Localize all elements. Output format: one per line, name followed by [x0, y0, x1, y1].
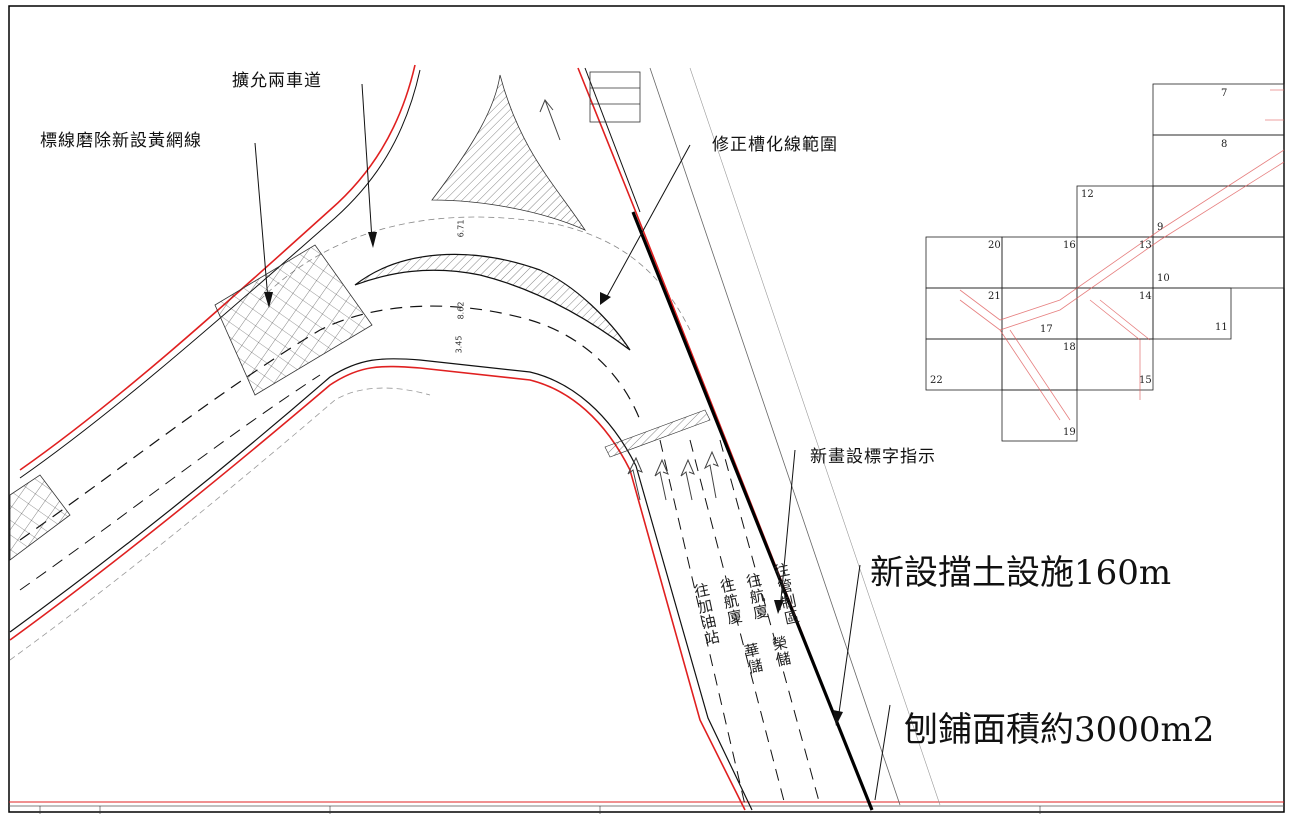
- retaining-wall-line: [631, 211, 874, 811]
- dimension-label: 8.62: [456, 301, 466, 320]
- keymap-cell-14: 14: [1139, 291, 1152, 302]
- keymap-cell-17: 17: [1040, 324, 1053, 335]
- leader-paving: [874, 704, 891, 801]
- yellow-mesh-zone-left: [9, 474, 71, 561]
- dimension-label: 6.71: [456, 219, 466, 238]
- annotation-marking-removal: 標線磨除新設黃網線: [40, 131, 202, 151]
- keymap-cell-15: 15: [1139, 375, 1152, 386]
- leader-marking: [254, 142, 269, 301]
- annotation-retaining-wall: 新設擋土設施160m: [870, 553, 1172, 593]
- annotation-channelization: 修正槽化線範圍: [712, 135, 838, 155]
- channelization-triangle: [431, 74, 587, 231]
- channelization-arc: [354, 253, 631, 351]
- leader-wall: [837, 564, 861, 721]
- stop-bar: [604, 409, 711, 458]
- dimension-label: 3.45: [454, 335, 464, 354]
- keymap-cell-10: 10: [1157, 273, 1170, 284]
- keymap-cell-18: 18: [1063, 342, 1076, 353]
- leader-expand: [361, 83, 373, 241]
- lane-arrows: [539, 99, 719, 501]
- leader-channel: [604, 144, 691, 301]
- keymap-cell-9: 9: [1157, 222, 1164, 233]
- key-map-road: [959, 89, 1285, 421]
- keymap-cell-8: 8: [1221, 139, 1228, 150]
- keymap-cell-21: 21: [988, 291, 1001, 302]
- annotation-paving-area: 刨鋪面積約3000m2: [904, 710, 1215, 750]
- annotation-expand-lanes: 擴允兩車道: [232, 71, 322, 91]
- keymap-cell-20: 20: [988, 240, 1001, 251]
- keymap-cell-12: 12: [1081, 189, 1094, 200]
- keymap-cell-19: 19: [1063, 427, 1076, 438]
- keymap-cell-16: 16: [1063, 240, 1076, 251]
- keymap-cell-7: 7: [1221, 88, 1228, 99]
- keymap-cell-11: 11: [1215, 322, 1228, 333]
- keymap-cell-22: 22: [930, 375, 943, 386]
- key-map: [925, 83, 1285, 442]
- road-edge-red-upper: [19, 64, 416, 471]
- leader-marking-text: [779, 449, 796, 611]
- annotation-new-marking: 新畫設標字指示: [810, 447, 936, 467]
- yellow-mesh-zone: [214, 244, 373, 396]
- road-edge-red-lower: [9, 365, 746, 811]
- keymap-cell-13: 13: [1139, 240, 1152, 251]
- drawing-border: [8, 5, 1285, 813]
